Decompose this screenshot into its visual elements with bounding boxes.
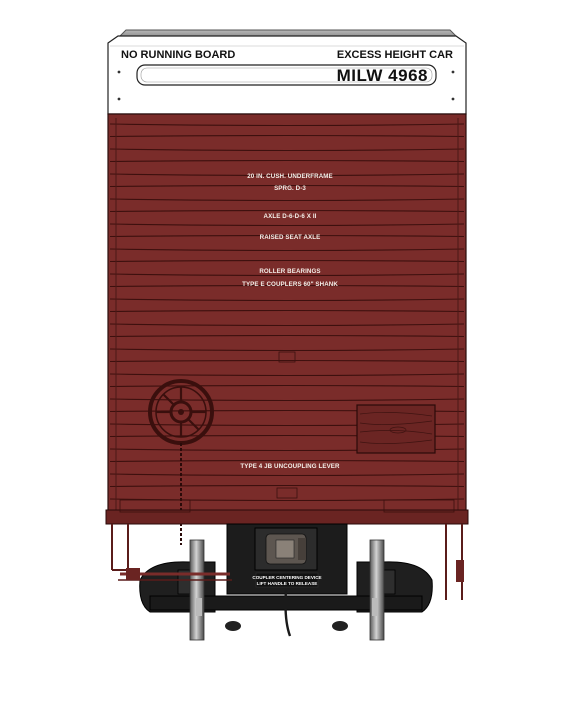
brake-wheel xyxy=(148,379,214,545)
corrugation-line xyxy=(109,398,465,402)
placard-board xyxy=(356,404,436,454)
corrugation-line xyxy=(109,459,465,463)
corrugation-line xyxy=(109,234,465,238)
corrugation-line xyxy=(109,248,465,252)
corrugation-line xyxy=(109,259,465,263)
end-sill xyxy=(105,499,469,600)
left-wheel xyxy=(189,539,205,641)
corrugation-line xyxy=(109,223,465,227)
stencil-group: 20 IN. CUSH. UNDERFRAME SPRG. D-3 AXLE D… xyxy=(240,173,340,470)
stencil-couplers: TYPE E COUPLERS 60" SHANK xyxy=(242,281,338,288)
corrugation-line xyxy=(109,159,465,163)
stencil-spring: SPRG. D-3 xyxy=(274,185,306,192)
corrugation-line xyxy=(109,209,465,213)
reporting-mark-frame xyxy=(136,64,437,86)
corrugation-line xyxy=(109,284,465,288)
stencil-roller-bearings: ROLLER BEARINGS xyxy=(259,268,320,275)
corrugation-line xyxy=(109,173,465,177)
corrugation-line xyxy=(109,323,465,327)
excess-height-label: EXCESS HEIGHT CAR xyxy=(337,49,453,61)
coupler-plate-line1: COUPLER CENTERING DEVICE xyxy=(252,575,321,580)
corrugation-line xyxy=(109,373,465,377)
end-corrugations xyxy=(109,123,465,502)
coupler-plate-line2: LIFT HANDLE TO RELEASE xyxy=(257,581,318,586)
corrugation-line xyxy=(109,348,465,352)
truck-assembly: COUPLER CENTERING DEVICE LIFT HANDLE TO … xyxy=(118,523,433,641)
no-running-board-label: NO RUNNING BOARD xyxy=(121,49,235,61)
right-wheel xyxy=(369,539,385,641)
corrugation-line xyxy=(109,184,465,188)
stencil-raised-seat-axle: RAISED SEAT AXLE xyxy=(260,234,321,241)
corrugation-line xyxy=(109,473,465,477)
corrugation-line xyxy=(109,484,465,488)
stencil-uncoupling-lever: TYPE 4 JB UNCOUPLING LEVER xyxy=(240,463,340,470)
corrugation-line xyxy=(109,123,465,127)
corrugation-line xyxy=(109,273,465,277)
corrugation-line xyxy=(109,309,465,313)
corrugation-line xyxy=(109,359,465,363)
stencil-underframe: 20 IN. CUSH. UNDERFRAME xyxy=(247,173,333,180)
corrugation-line xyxy=(109,334,465,338)
stencil-axle: AXLE D-6-D-6 X II xyxy=(264,213,317,220)
corrugation-line xyxy=(109,298,465,302)
corrugation-line xyxy=(109,198,465,202)
header-panel: NO RUNNING BOARD EXCESS HEIGHT CAR MILW … xyxy=(107,35,467,115)
corrugation-line xyxy=(109,134,465,138)
corrugation-line xyxy=(109,148,465,152)
coupler-head xyxy=(254,527,318,571)
corrugation-line xyxy=(109,384,465,388)
reporting-mark: MILW 4968 xyxy=(337,66,428,85)
